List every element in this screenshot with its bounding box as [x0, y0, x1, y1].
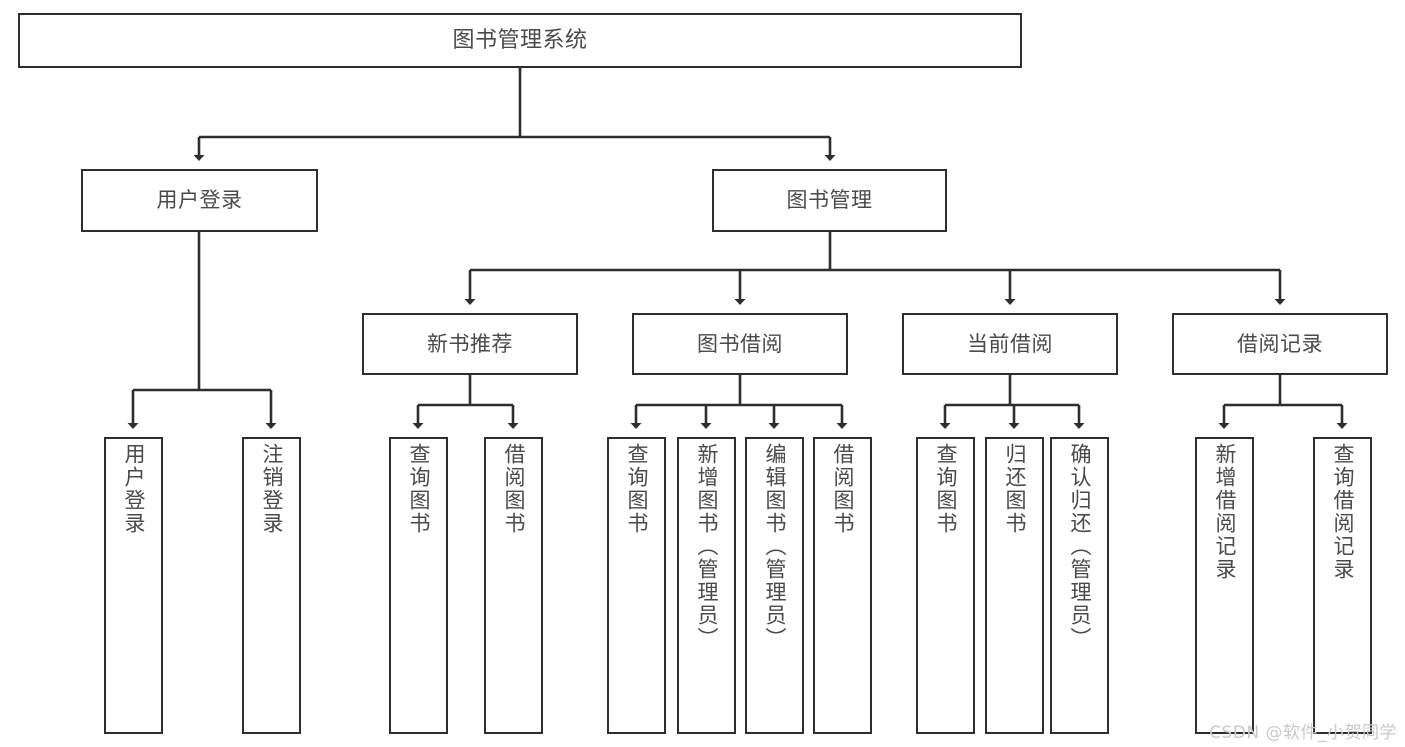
- node-leaf-query-book-1-label: 查询图书: [407, 443, 431, 535]
- node-root-label: 图书管理系统: [452, 27, 588, 53]
- node-leaf-borrow-book-2[interactable]: 借阅图书: [813, 437, 872, 734]
- node-book-borrow[interactable]: 图书借阅: [632, 313, 848, 375]
- node-leaf-logout-login[interactable]: 注销登录: [242, 437, 301, 734]
- node-user-login-label: 用户登录: [156, 188, 243, 213]
- node-leaf-user-login[interactable]: 用户登录: [104, 437, 163, 734]
- node-leaf-query-record[interactable]: 查询借阅记录: [1313, 437, 1372, 734]
- node-leaf-query-book-1[interactable]: 查询图书: [389, 437, 448, 734]
- node-leaf-confirm-return[interactable]: 确认归还（管理员）: [1050, 437, 1109, 734]
- node-leaf-add-book-label: 新增图书（管理员）: [695, 443, 719, 650]
- node-book-borrow-label: 图书借阅: [697, 331, 783, 356]
- node-leaf-borrow-book-2-label: 借阅图书: [831, 443, 855, 535]
- node-leaf-edit-book[interactable]: 编辑图书（管理员）: [745, 437, 804, 734]
- node-leaf-return-book-label: 归还图书: [1003, 443, 1027, 535]
- node-leaf-query-book-2[interactable]: 查询图书: [607, 437, 666, 734]
- csdn-watermark: CSDN @软件_小贺同学: [1209, 723, 1397, 743]
- node-leaf-user-login-label: 用户登录: [122, 443, 146, 535]
- node-user-login[interactable]: 用户登录: [81, 169, 318, 232]
- node-leaf-add-book[interactable]: 新增图书（管理员）: [677, 437, 736, 734]
- node-leaf-add-record[interactable]: 新增借阅记录: [1195, 437, 1254, 734]
- node-leaf-borrow-book-1-label: 借阅图书: [502, 443, 526, 535]
- node-new-book-recommend[interactable]: 新书推荐: [362, 313, 578, 375]
- node-leaf-query-record-label: 查询借阅记录: [1331, 443, 1355, 581]
- node-borrow-record[interactable]: 借阅记录: [1172, 313, 1388, 375]
- node-leaf-return-book[interactable]: 归还图书: [985, 437, 1044, 734]
- node-new-book-recommend-label: 新书推荐: [427, 331, 513, 356]
- node-book-manage-label: 图书管理: [786, 188, 873, 213]
- node-leaf-add-record-label: 新增借阅记录: [1213, 443, 1237, 581]
- node-current-borrow-label: 当前借阅: [967, 331, 1053, 356]
- node-borrow-record-label: 借阅记录: [1237, 331, 1323, 356]
- node-leaf-logout-login-label: 注销登录: [260, 443, 284, 535]
- node-leaf-query-book-3[interactable]: 查询图书: [916, 437, 975, 734]
- node-leaf-edit-book-label: 编辑图书（管理员）: [763, 443, 787, 650]
- node-root[interactable]: 图书管理系统: [18, 13, 1022, 68]
- node-book-manage[interactable]: 图书管理: [712, 169, 947, 232]
- node-leaf-borrow-book-1[interactable]: 借阅图书: [484, 437, 543, 734]
- node-current-borrow[interactable]: 当前借阅: [902, 313, 1118, 375]
- node-leaf-query-book-3-label: 查询图书: [934, 443, 958, 535]
- node-leaf-query-book-2-label: 查询图书: [625, 443, 649, 535]
- node-leaf-confirm-return-label: 确认归还（管理员）: [1068, 443, 1092, 650]
